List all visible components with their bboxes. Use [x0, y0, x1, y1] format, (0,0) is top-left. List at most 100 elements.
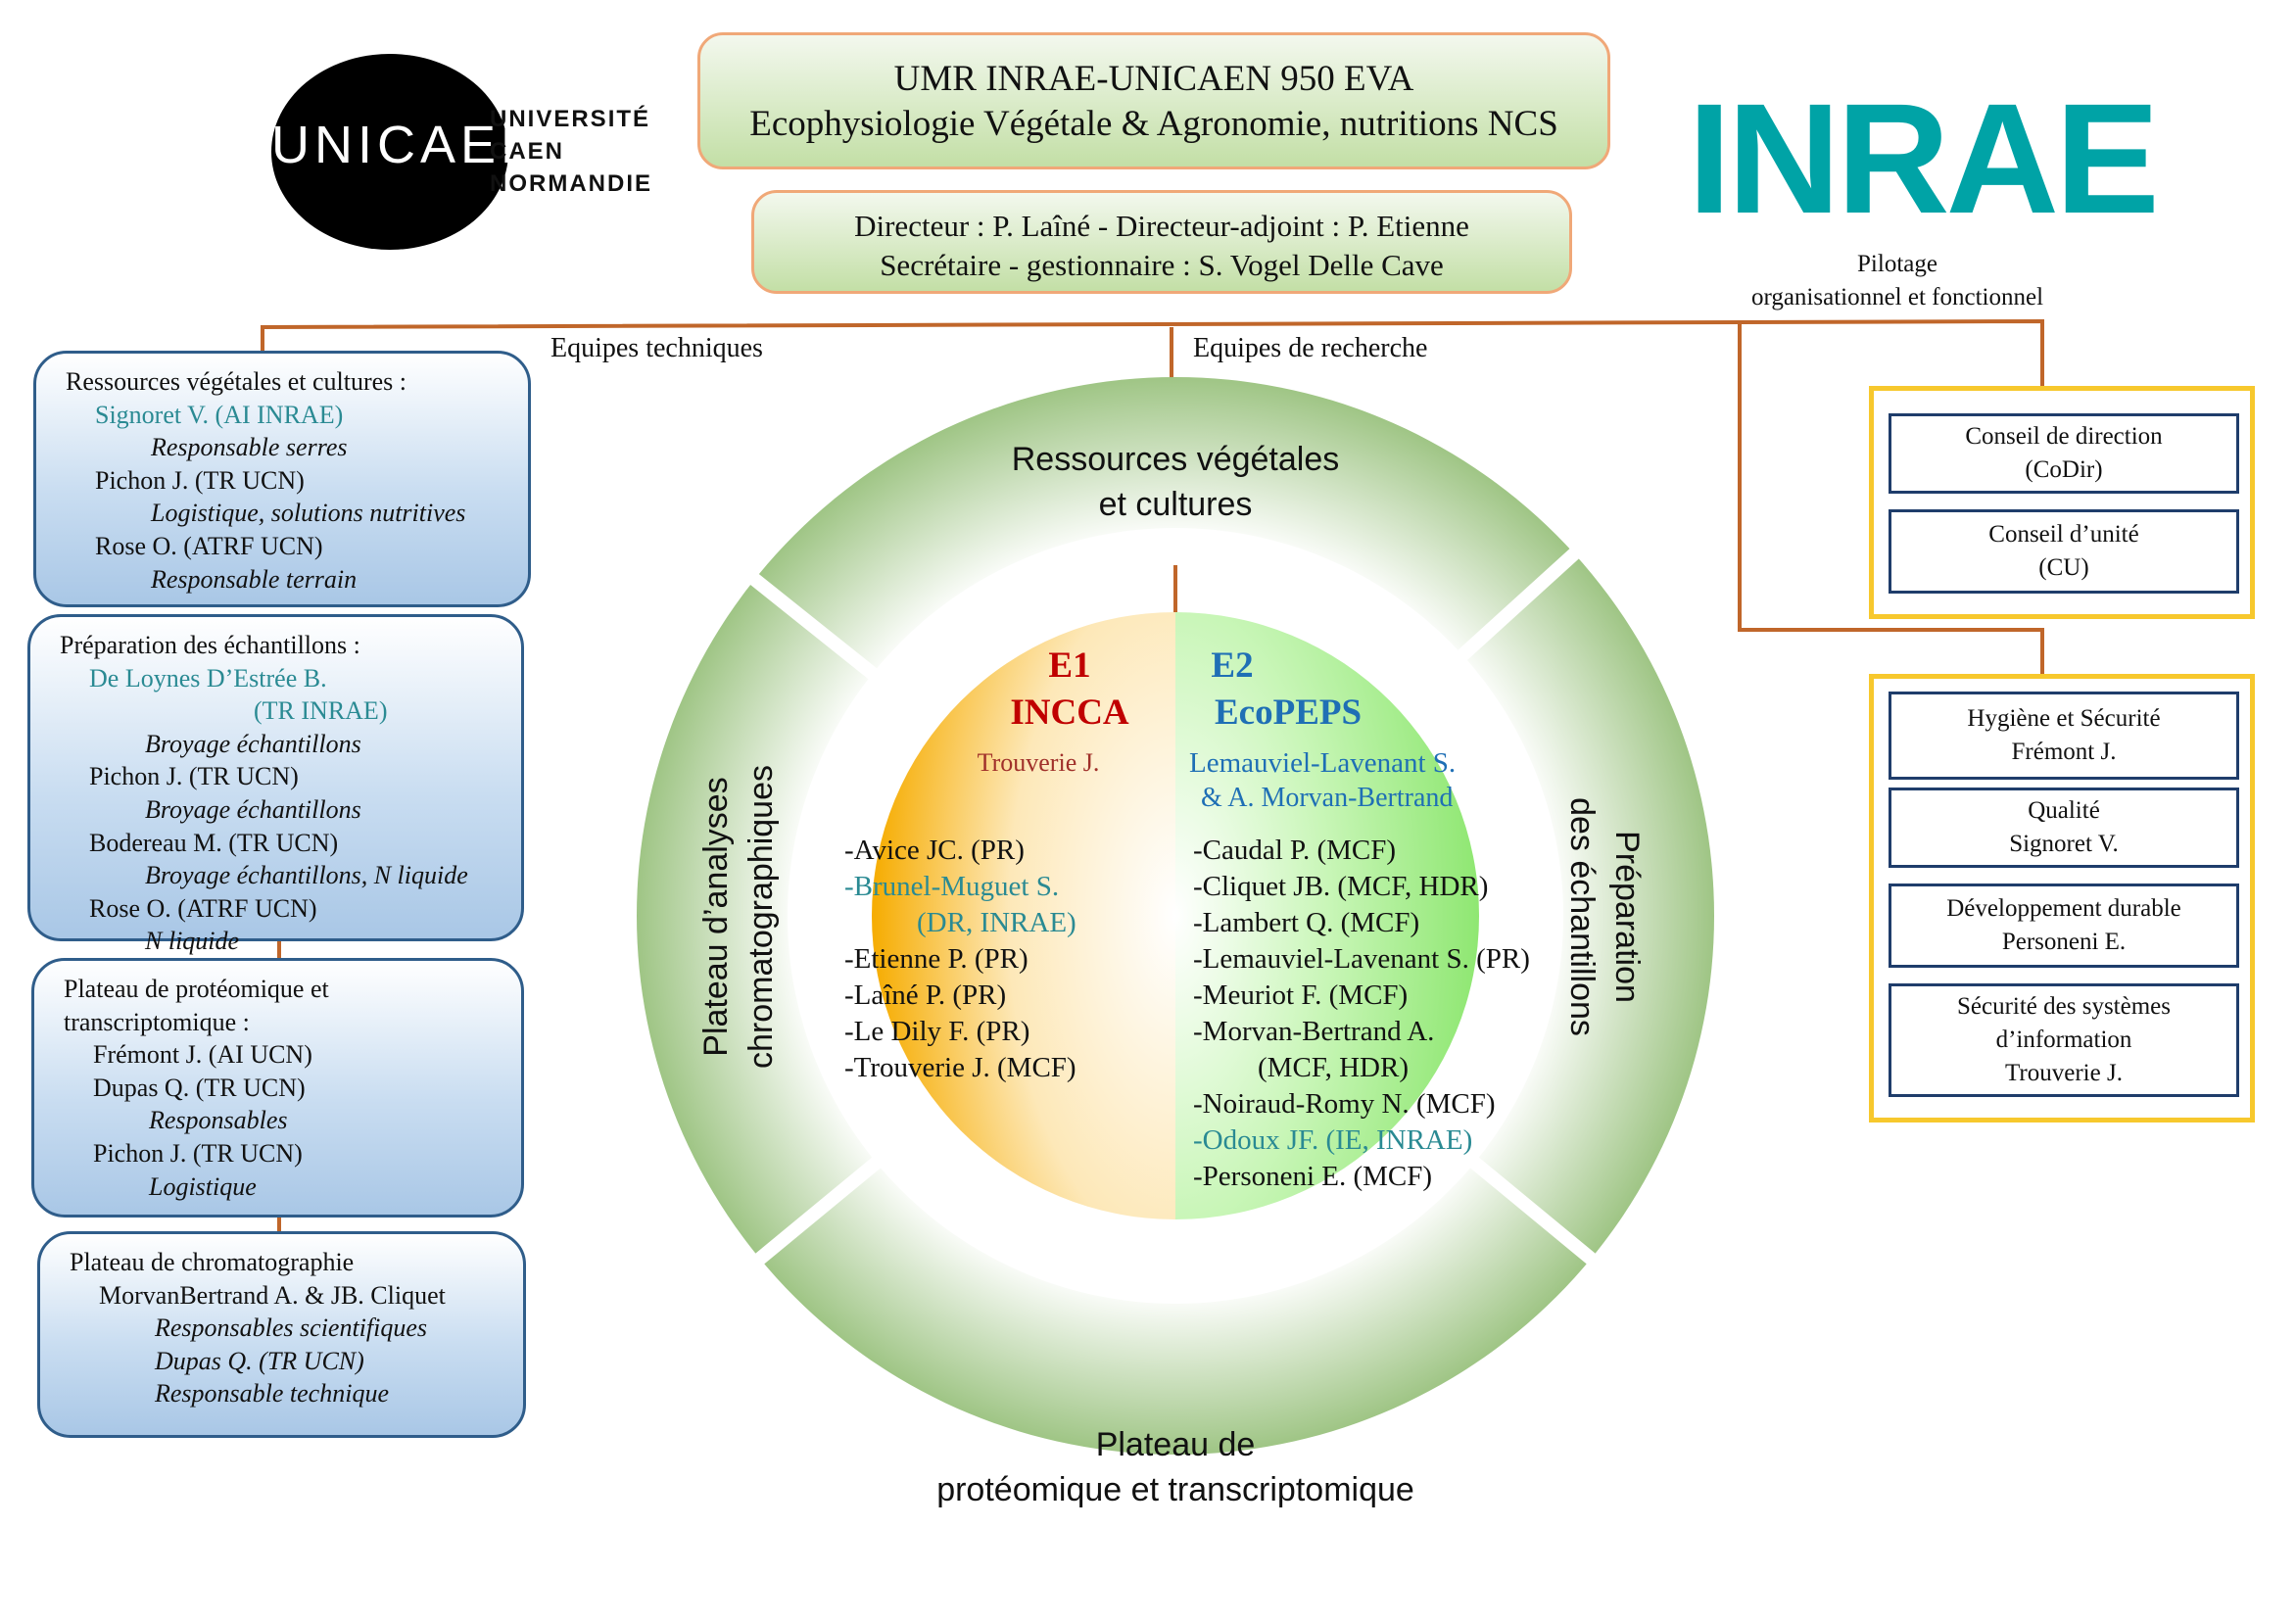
tech-box-line: transcriptomique : — [64, 1007, 250, 1036]
unicaen-wordmark: UNIVERSITÉ CAEN NORMANDIE — [490, 103, 652, 200]
team-e2-lead: Lemauviel-Lavenant S. — [1189, 747, 1457, 779]
team-e1-name: INCCA — [1010, 693, 1129, 733]
tech-box-line: (TR INRAE) — [254, 696, 388, 726]
team-member: -Laîné P. (PR) — [844, 979, 1007, 1011]
tech-box-line: Rose O. (ATRF UCN) — [95, 531, 323, 560]
pilotage-line: organisationnel et fonctionnel — [1750, 284, 2044, 310]
box-line: d’information — [1995, 1027, 2132, 1053]
unit-subtitle: Ecophysiologie Végétale & Agronomie, nut… — [749, 104, 1558, 144]
codir-box: Conseil de direction (CoDir) — [1889, 413, 2239, 494]
team-e1-code: E1 — [1048, 645, 1091, 686]
ring-label-plant-resources: Ressources végétales et cultures — [931, 437, 1420, 527]
ring-label-line: Plateau d’analyses — [697, 777, 735, 1057]
tech-box-line: MorvanBertrand A. & JB. Cliquet — [99, 1280, 446, 1310]
box-line: (CU) — [2038, 554, 2089, 581]
ring-label-line: chromatographiques — [742, 765, 780, 1069]
tech-box-sample-prep: Préparation des échantillons : De Loynes … — [27, 614, 524, 955]
ring-label-chromatography: Plateau d’analyses chromatographiques — [694, 721, 784, 1113]
team-member: -Noiraud-Romy N. (MCF) — [1193, 1088, 1496, 1120]
tech-box-line: Dupas Q. (TR UCN) — [155, 1346, 364, 1375]
team-member: -Odoux JF. (IE, INRAE) — [1193, 1124, 1473, 1156]
tech-box-line: De Loynes D’Estrée B. — [89, 663, 327, 693]
ring-label-line: des échantillons — [1563, 797, 1601, 1036]
tech-box-line: Responsables — [149, 1106, 288, 1135]
safety-box: Hygiène et Sécurité Frémont J. — [1889, 692, 2239, 780]
box-line: Développement durable — [1946, 895, 2181, 922]
team-e2-members: -Caudal P. (MCF) -Cliquet JB. (MCF, HDR) -… — [1193, 833, 1530, 1195]
box-line: Qualité — [2028, 797, 2100, 824]
team-member: -Personeni E. (MCF) — [1193, 1161, 1433, 1192]
ring-label-line: Préparation — [1608, 831, 1646, 1003]
team-member: (MCF, HDR) — [1258, 1052, 1409, 1083]
unicaen-logo-mark: UNICAEN — [271, 116, 545, 174]
team-member: -Caudal P. (MCF) — [1193, 835, 1397, 866]
ring-label-line: Plateau de — [1095, 1426, 1256, 1463]
box-line: Signoret V. — [2009, 831, 2119, 857]
tech-box-title: Plateau de chromatographie — [70, 1248, 355, 1276]
tech-box-title: Ressources végétales et cultures : — [66, 367, 407, 396]
ring-label-sample-prep: Préparation des échantillons — [1559, 721, 1650, 1113]
box-line: Frémont J. — [2011, 739, 2117, 765]
tech-box-line: Pichon J. (TR UCN) — [95, 465, 305, 495]
team-member: -Lambert Q. (MCF) — [1193, 907, 1420, 938]
tech-box-line: Responsable technique — [155, 1379, 389, 1409]
direction-box: Directeur : P. Laîné - Directeur-adjoint… — [751, 190, 1572, 294]
team-member: (DR, INRAE) — [917, 907, 1076, 938]
ring-label-line: et cultures — [1098, 486, 1253, 523]
unit-title: UMR INRAE-UNICAEN 950 EVA — [893, 59, 1414, 99]
team-member: -Cliquet JB. (MCF, HDR) — [1193, 871, 1489, 902]
team-member: -Avice JC. (PR) — [844, 835, 1025, 866]
tech-box-line: Broyage échantillons — [145, 729, 361, 758]
pilotage-line: Pilotage — [1857, 251, 1937, 277]
unicaen-text-line: CAEN — [490, 138, 565, 165]
tech-box-proteomics: Plateau de protéomique et transcriptomiqu… — [31, 958, 524, 1218]
team-e1-header: E1 INCCA — [972, 643, 1168, 737]
team-member: -Trouverie J. (MCF) — [844, 1052, 1076, 1083]
box-line: Personeni E. — [2001, 929, 2127, 955]
tech-box-line: Frémont J. (AI UCN) — [93, 1040, 312, 1070]
tech-box-line: Responsable serres — [151, 433, 348, 462]
tech-box-line: Bodereau M. (TR UCN) — [89, 828, 339, 857]
team-member: -Brunel-Muguet S. — [844, 871, 1060, 902]
tech-box-title: Préparation des échantillons : — [60, 631, 360, 659]
team-member: -Morvan-Bertrand A. — [1193, 1016, 1435, 1047]
tech-box-line: Broyage échantillons — [145, 794, 361, 824]
connector-lines — [261, 318, 2044, 1232]
tech-box-plant-resources: Ressources végétales et cultures : Signor… — [33, 351, 531, 607]
team-member: -Etienne P. (PR) — [844, 943, 1028, 975]
tech-box-line: Responsables scientifiques — [155, 1314, 428, 1343]
tech-box-line: Signoret V. (AI INRAE) — [95, 400, 344, 429]
box-line: Trouverie J. — [2005, 1060, 2123, 1086]
tech-box-line: Pichon J. (TR UCN) — [89, 762, 299, 791]
unicaen-text-line: NORMANDIE — [490, 170, 652, 197]
team-member: -Lemauviel-Lavenant S. (PR) — [1193, 943, 1530, 975]
direction-line: Directeur : P. Laîné - Directeur-adjoint… — [854, 209, 1469, 243]
box-line: Conseil d’unité — [1988, 521, 2139, 548]
tech-box-line: Logistique, solutions nutritives — [151, 499, 466, 528]
technical-teams-label: Equipes techniques — [550, 333, 763, 363]
infosec-box: Sécurité des systèmes d’information Trou… — [1889, 983, 2239, 1097]
ring-label-proteomics: Plateau de protéomique et transcriptomiq… — [882, 1422, 1469, 1512]
box-line: (CoDir) — [2025, 456, 2103, 483]
unicaen-logo: UNICAEN — [271, 54, 545, 250]
research-ring — [637, 377, 1714, 1455]
unit-title-box: UMR INRAE-UNICAEN 950 EVA Ecophysiologie… — [697, 32, 1610, 169]
quality-box: Qualité Signoret V. — [1889, 788, 2239, 868]
tech-box-line: Responsable terrain — [151, 564, 358, 594]
tech-box-title: Plateau de protéomique et — [64, 975, 329, 1003]
tech-box-line: Dupas Q. (TR UCN) — [93, 1073, 306, 1102]
box-line: Hygiène et Sécurité — [1967, 705, 2161, 732]
cu-box: Conseil d’unité (CU) — [1889, 509, 2239, 594]
team-e2-leads: Lemauviel-Lavenant S. & A. Morvan-Bertra… — [1189, 746, 1456, 815]
team-e1-members: -Avice JC. (PR) -Brunel-Muguet S. (DR, INR… — [844, 833, 1076, 1086]
unicaen-text-line: UNIVERSITÉ — [490, 106, 651, 132]
tech-box-line: Broyage échantillons, N liquide — [145, 861, 468, 890]
box-line: Conseil de direction — [1965, 423, 2163, 450]
pilotage-label: Pilotage organisationnel et fonctionnel — [1706, 248, 2088, 314]
research-teams-label: Equipes de recherche — [1193, 333, 1428, 363]
secretary-line: Secrétaire - gestionnaire : S. Vogel Del… — [880, 248, 1444, 282]
team-e1-lead: Trouverie J. — [977, 748, 1100, 777]
tech-box-line: Pichon J. (TR UCN) — [93, 1138, 303, 1168]
